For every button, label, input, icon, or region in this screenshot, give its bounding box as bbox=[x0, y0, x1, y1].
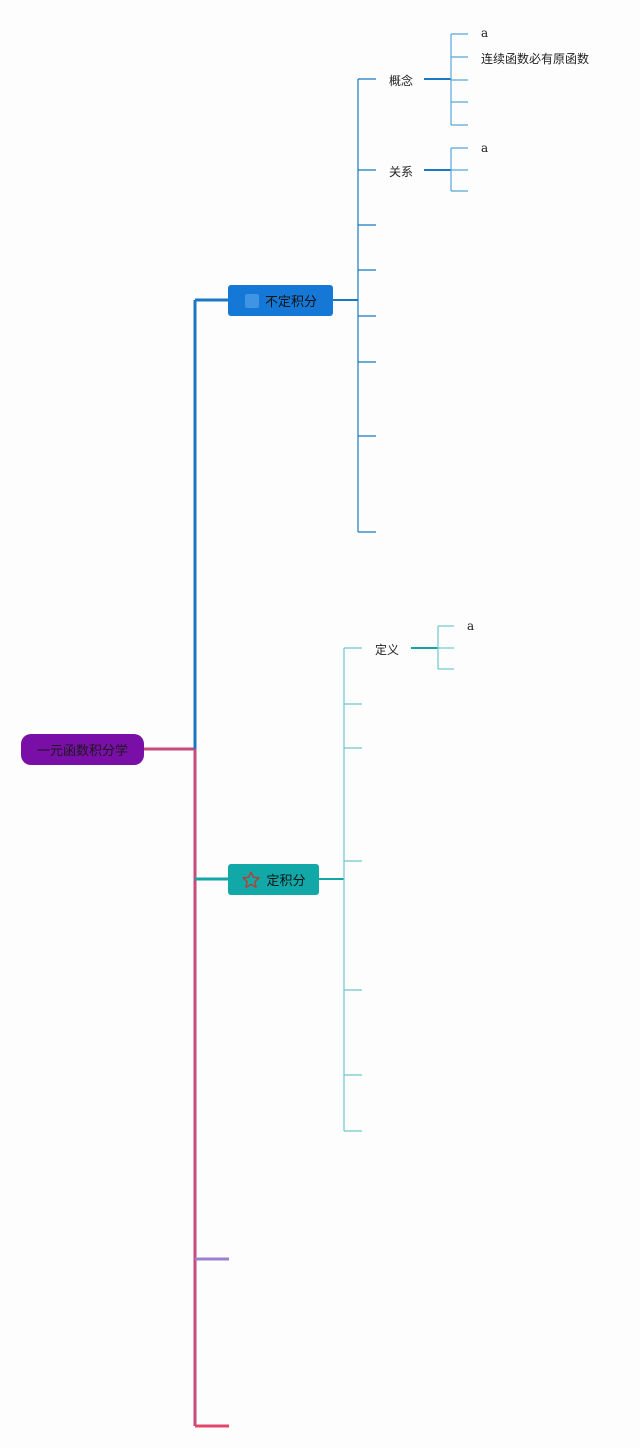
branch-topic-definite-integral[interactable]: 定积分 bbox=[228, 864, 319, 895]
branch-topic-label: 定积分 bbox=[266, 874, 306, 889]
leaf-item[interactable]: a bbox=[481, 141, 489, 155]
root-topic[interactable]: 一元函数积分学 bbox=[21, 734, 144, 765]
subtopic-concept[interactable]: 概念 bbox=[389, 74, 414, 88]
star-icon bbox=[241, 870, 261, 890]
square-note-icon bbox=[244, 293, 260, 309]
leaf-item[interactable]: 连续函数必有原函数 bbox=[481, 52, 590, 66]
branch-topic-label: 不定积分 bbox=[264, 295, 317, 310]
branch-topic-indefinite-integral[interactable]: 不定积分 bbox=[228, 285, 333, 316]
leaf-item[interactable]: a bbox=[467, 619, 475, 633]
subtopic-definition[interactable]: 定义 bbox=[375, 643, 400, 657]
subtopic-relation[interactable]: 关系 bbox=[389, 165, 414, 179]
root-topic-label: 一元函数积分学 bbox=[36, 744, 128, 759]
leaf-item[interactable]: a bbox=[481, 26, 489, 40]
